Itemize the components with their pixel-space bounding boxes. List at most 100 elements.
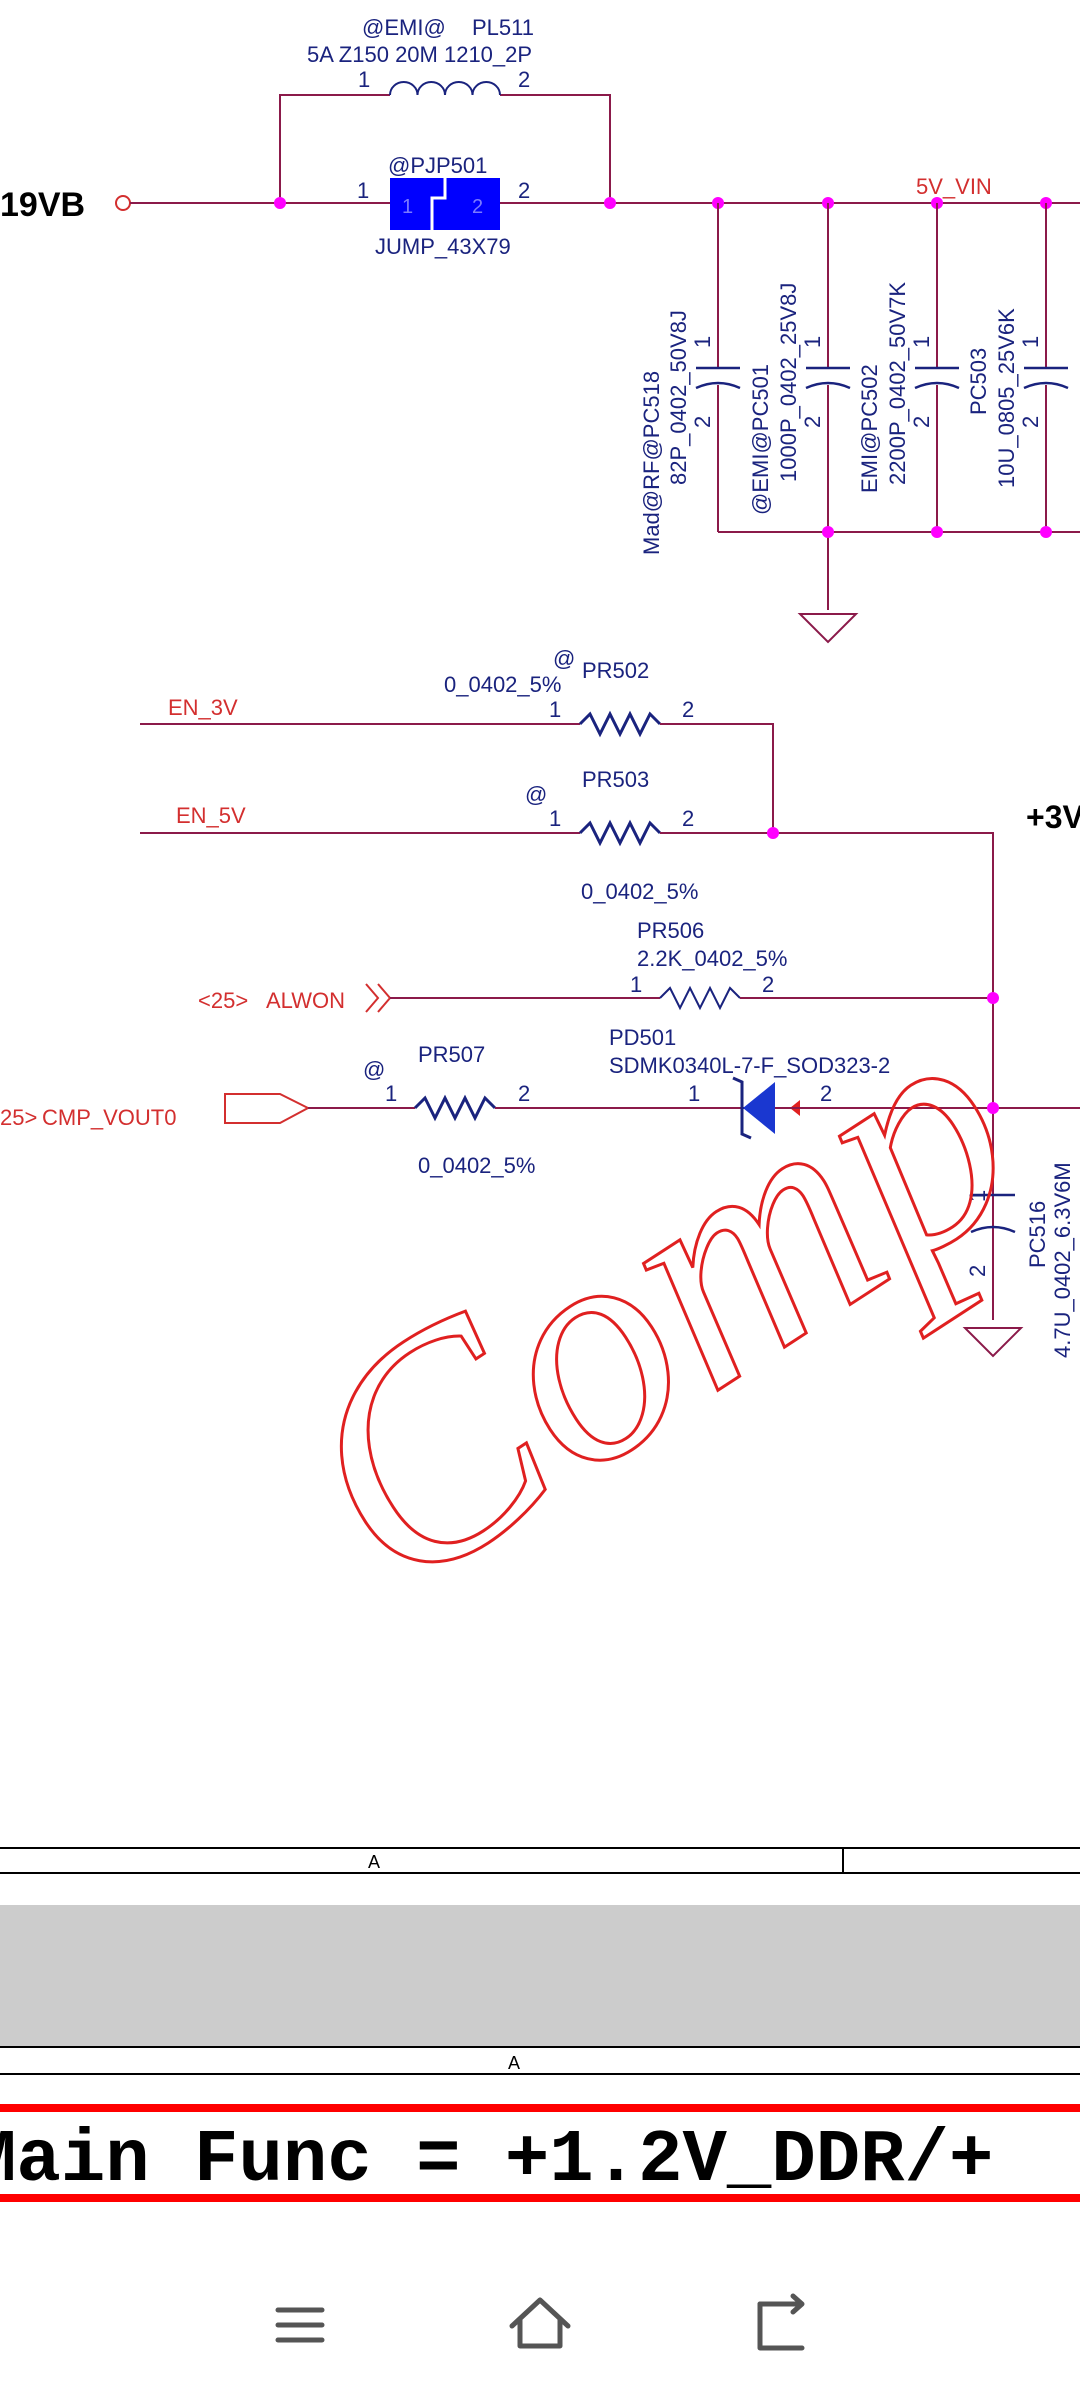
pc518-pin1: 1 — [690, 336, 715, 348]
hamburger-menu-icon — [275, 2307, 325, 2343]
pl511-value: 5A Z150 20M 1210_2P — [307, 42, 532, 67]
pr507-tag: @ — [363, 1057, 385, 1082]
junction — [987, 992, 999, 1004]
pr502-tag: @ — [553, 646, 575, 671]
title-block-letter: A — [508, 2053, 520, 2073]
back-button[interactable] — [720, 2280, 840, 2370]
pc502-ref: EMI@PC502 — [857, 364, 882, 493]
pr502-value: 0_0402_5% — [444, 672, 561, 697]
pd501-ref: PD501 — [609, 1025, 676, 1050]
back-icon — [757, 2293, 805, 2351]
pc503-pin2: 2 — [1018, 416, 1043, 428]
home-icon — [509, 2297, 571, 2349]
pc501-value: 1000P_0402_25V8J — [776, 283, 801, 482]
junction — [767, 827, 779, 839]
home-button[interactable] — [480, 2280, 600, 2370]
pc501-ref: @EMI@PC501 — [748, 364, 773, 515]
capacitor-bank — [695, 203, 1080, 644]
net-5v-vin-label: 5V_VIN — [916, 174, 992, 199]
pc503-labels: PC503 10U_0805_25V6K 1 2 — [966, 308, 1043, 488]
menu-button[interactable] — [240, 2280, 360, 2370]
inductor-pl511: @EMI@ PL511 5A Z150 20M 1210_2P 1 2 — [279, 15, 611, 200]
alwon-page-ref: <25> — [198, 988, 248, 1013]
net-en-5v-label: EN_5V — [176, 803, 246, 828]
svg-text:2: 2 — [472, 196, 483, 218]
ground-symbol — [962, 1327, 1024, 1358]
rail-19vb: 19VB — [0, 186, 1080, 224]
pr507-value: 0_0402_5% — [418, 1153, 535, 1178]
pr503-value: 0_0402_5% — [581, 879, 698, 904]
pr506-pin1: 1 — [630, 972, 642, 997]
pc518-value: 82P_0402_50V8J — [666, 310, 691, 485]
pc502-pin2: 2 — [909, 416, 934, 428]
en-5v-branch: EN_5V @ PR503 1 2 0_0402_5% — [140, 767, 994, 1320]
pjp501-pin1: 1 — [357, 178, 369, 203]
pl511-pin2: 2 — [518, 67, 530, 92]
junction — [604, 197, 616, 209]
pc502-labels: EMI@PC502 2200P_0402_50V7K 1 2 — [857, 282, 934, 493]
pc516-ref: PC516 — [1025, 1201, 1050, 1268]
net-3v-label: +3V — [1026, 799, 1080, 835]
junction — [274, 197, 286, 209]
pc501-pin1: 1 — [800, 336, 825, 348]
title-block: A A Main Func = +1.2V_DDR/+ — [0, 1847, 1080, 2203]
ground-symbol — [797, 613, 859, 644]
pc503-pin1: 1 — [1018, 336, 1043, 348]
junction — [931, 526, 943, 538]
pc502-pin1: 1 — [909, 336, 934, 348]
main-func-text: Main Func = +1.2V_DDR/+ — [0, 2119, 993, 2203]
pr503-pin1: 1 — [549, 806, 561, 831]
title-block-letter: A — [368, 1852, 380, 1872]
pr503-ref: PR503 — [582, 767, 649, 792]
svg-text:1: 1 — [402, 196, 413, 218]
junction — [987, 1102, 999, 1114]
pc503-ref: PC503 — [966, 348, 991, 415]
pl511-ref: PL511 — [472, 15, 534, 40]
cmp-page-ref: 25> — [0, 1105, 37, 1130]
pr507-pin2: 2 — [518, 1081, 530, 1106]
pr503-pin2: 2 — [682, 806, 694, 831]
junction — [822, 526, 834, 538]
en-3v-branch: EN_3V @ 0_0402_5% PR502 1 2 — [140, 646, 774, 833]
pc503-value: 10U_0805_25V6K — [994, 308, 1019, 488]
pr502-ref: PR502 — [582, 658, 649, 683]
pl511-pin1: 1 — [358, 67, 370, 92]
pjp501-pin2: 2 — [518, 178, 530, 203]
pr507-pin1: 1 — [385, 1081, 397, 1106]
pjp501-value: JUMP_43X79 — [375, 234, 511, 259]
pd501-value: SDMK0340L-7-F_SOD323-2 — [609, 1053, 890, 1078]
pc502-value: 2200P_0402_50V7K — [885, 282, 910, 485]
pc518-ref: Mad@RF@PC518 — [639, 371, 664, 555]
pl511-tag: @EMI@ — [362, 15, 446, 40]
net-alwon-label: ALWON — [266, 988, 345, 1013]
alwon-branch: <25> ALWON PR506 2.2K_0402_5% 1 2 — [198, 918, 993, 1013]
pr507-ref: PR507 — [418, 1042, 485, 1067]
main-func-box — [0, 2104, 1080, 2202]
net-en-3v-label: EN_3V — [168, 695, 238, 720]
port-symbol — [224, 1093, 311, 1124]
pr506-ref: PR506 — [637, 918, 704, 943]
grey-banner — [0, 1905, 1080, 2047]
navigation-bar — [0, 2240, 1080, 2400]
pc516-pin1: 1 — [965, 1190, 990, 1202]
pd501-pin1: 1 — [688, 1081, 700, 1106]
pr503-tag: @ — [525, 782, 547, 807]
junction — [1040, 526, 1052, 538]
diode-body — [743, 1082, 775, 1134]
pr502-pin2: 2 — [682, 697, 694, 722]
pd501-pin2: 2 — [820, 1081, 832, 1106]
pc516-pin2: 2 — [965, 1265, 990, 1277]
net-connector — [115, 195, 131, 211]
jumper-pjp501: 1 2 @PJP501 JUMP_43X79 1 2 — [357, 153, 530, 259]
pjp501-ref: @PJP501 — [388, 153, 487, 178]
net-19vb-label: 19VB — [0, 186, 85, 224]
cmp-vout0-branch: 25> CMP_VOUT0 @ PR507 1 2 0_0402_5% PD50… — [0, 1025, 1080, 1358]
pc518-pin2: 2 — [690, 416, 715, 428]
pr506-pin2: 2 — [762, 972, 774, 997]
pc516-value: 4.7U_0402_6.3V6M — [1050, 1162, 1075, 1358]
pc518-labels: Mad@RF@PC518 82P_0402_50V8J 1 2 — [639, 310, 715, 555]
pr502-pin1: 1 — [549, 697, 561, 722]
net-cmp-vout0-label: CMP_VOUT0 — [42, 1105, 176, 1130]
